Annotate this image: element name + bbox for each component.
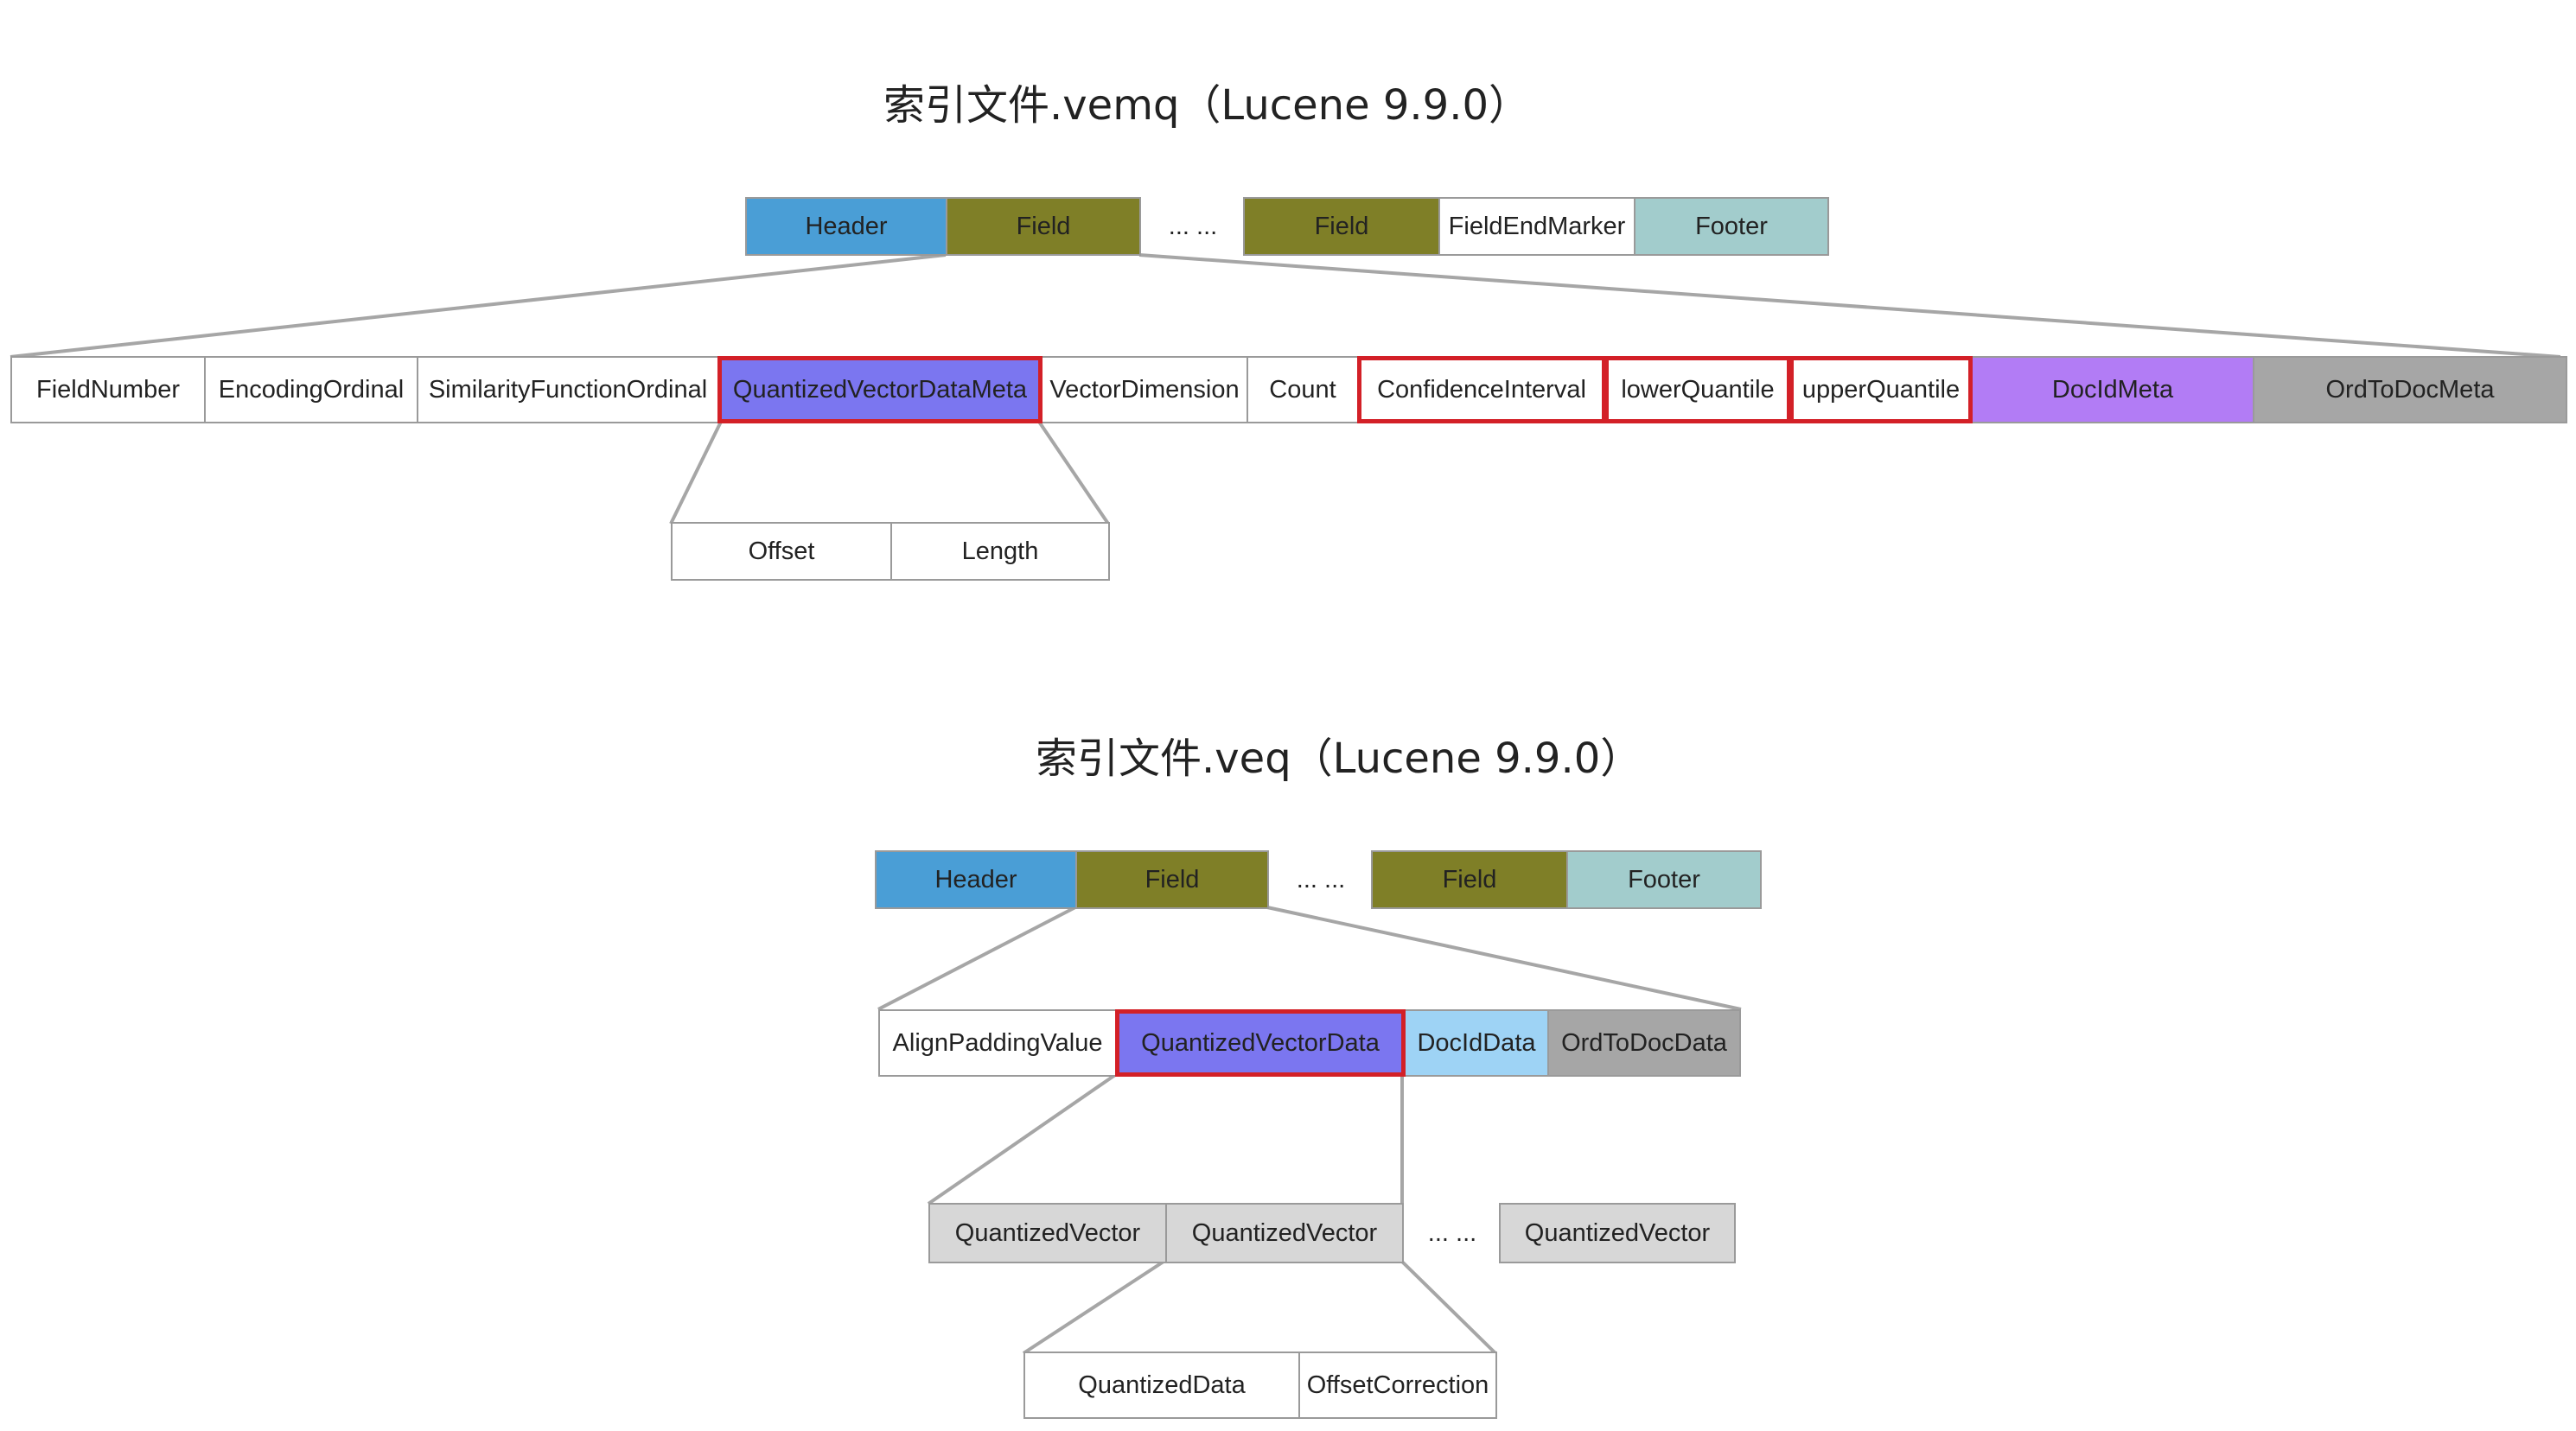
vemq-quantizedvectordatameta-block: QuantizedVectorDataMeta [717, 356, 1043, 423]
vemq-length-block: Length [890, 522, 1110, 581]
vemq-ellipsis: ... ... [1168, 212, 1218, 240]
connector-line [1022, 1260, 1165, 1355]
veq-footer-block: Footer [1566, 850, 1762, 909]
veq-field-block: Field [1371, 850, 1568, 909]
veq-quantizedvector-block: QuantizedVector [1165, 1203, 1404, 1263]
veq-vector-ellipsis: ... ... [1427, 1218, 1477, 1247]
veq-part-row: QuantizedData OffsetCorrection [1023, 1352, 1497, 1419]
connector-line [669, 421, 723, 525]
connector-line [1138, 253, 2561, 359]
veq-ellipsis: ... ... [1296, 865, 1346, 894]
veq-vector-row: QuantizedVector QuantizedVector ... ... … [928, 1203, 1736, 1263]
vemq-footer-block: Footer [1634, 197, 1829, 256]
vemq-confidenceinterval-block: ConfidenceInterval [1357, 356, 1606, 423]
veq-dociddata-block: DocIdData [1404, 1009, 1549, 1077]
veq-top-row: Header Field ... ... Field Footer [875, 850, 1762, 909]
veq-quantizedvector-block: QuantizedVector [928, 1203, 1167, 1263]
veq-field-row: AlignPaddingValue QuantizedVectorData Do… [878, 1009, 1741, 1077]
connector-line [1266, 906, 1742, 1011]
vemq-lowerquantile-block: lowerQuantile [1604, 356, 1791, 423]
vemq-docidmeta-block: DocIdMeta [1971, 356, 2254, 423]
vemq-fieldendmarker-block: FieldEndMarker [1438, 197, 1636, 256]
vemq-field-row: FieldNumber EncodingOrdinal SimilarityFu… [10, 356, 2567, 423]
vemq-field-block: Field [946, 197, 1141, 256]
connector-line [877, 906, 1076, 1011]
veq-offsetcorrection-block: OffsetCorrection [1298, 1352, 1497, 1419]
veq-quantizedvector-block: QuantizedVector [1499, 1203, 1736, 1263]
vemq-fieldnumber-block: FieldNumber [10, 356, 206, 423]
connector-line [927, 1073, 1117, 1205]
veq-header-block: Header [875, 850, 1077, 909]
connector-line [10, 253, 947, 359]
vemq-ordtodocmeta-block: OrdToDocMeta [2253, 356, 2567, 423]
vemq-top-row: Header Field ... ... Field FieldEndMarke… [745, 197, 1829, 256]
vemq-field-block: Field [1243, 197, 1440, 256]
veq-alignpaddingvalue-block: AlignPaddingValue [878, 1009, 1117, 1077]
veq-quantizedvectordata-block: QuantizedVectorData [1115, 1009, 1406, 1077]
vemq-encodingordinal-block: EncodingOrdinal [204, 356, 418, 423]
vemq-similarityfunctionordinal-block: SimilarityFunctionOrdinal [417, 356, 719, 423]
vemq-upperquantile-block: upperQuantile [1789, 356, 1973, 423]
connector-line [1037, 420, 1110, 525]
vemq-header-block: Header [745, 197, 947, 256]
veq-title: 索引文件.veq（Lucene 9.9.0） [1036, 735, 1642, 783]
vemq-offset-block: Offset [671, 522, 892, 581]
vemq-meta-row: Offset Length [671, 522, 1110, 581]
veq-ordtodocdata-block: OrdToDocData [1547, 1009, 1741, 1077]
veq-quantizeddata-block: QuantizedData [1023, 1352, 1300, 1419]
connector-line [1400, 1260, 1497, 1355]
vemq-vectordimension-block: VectorDimension [1041, 356, 1248, 423]
vemq-count-block: Count [1247, 356, 1359, 423]
vemq-title: 索引文件.vemq（Lucene 9.9.0） [883, 81, 1531, 130]
veq-field-block: Field [1075, 850, 1269, 909]
